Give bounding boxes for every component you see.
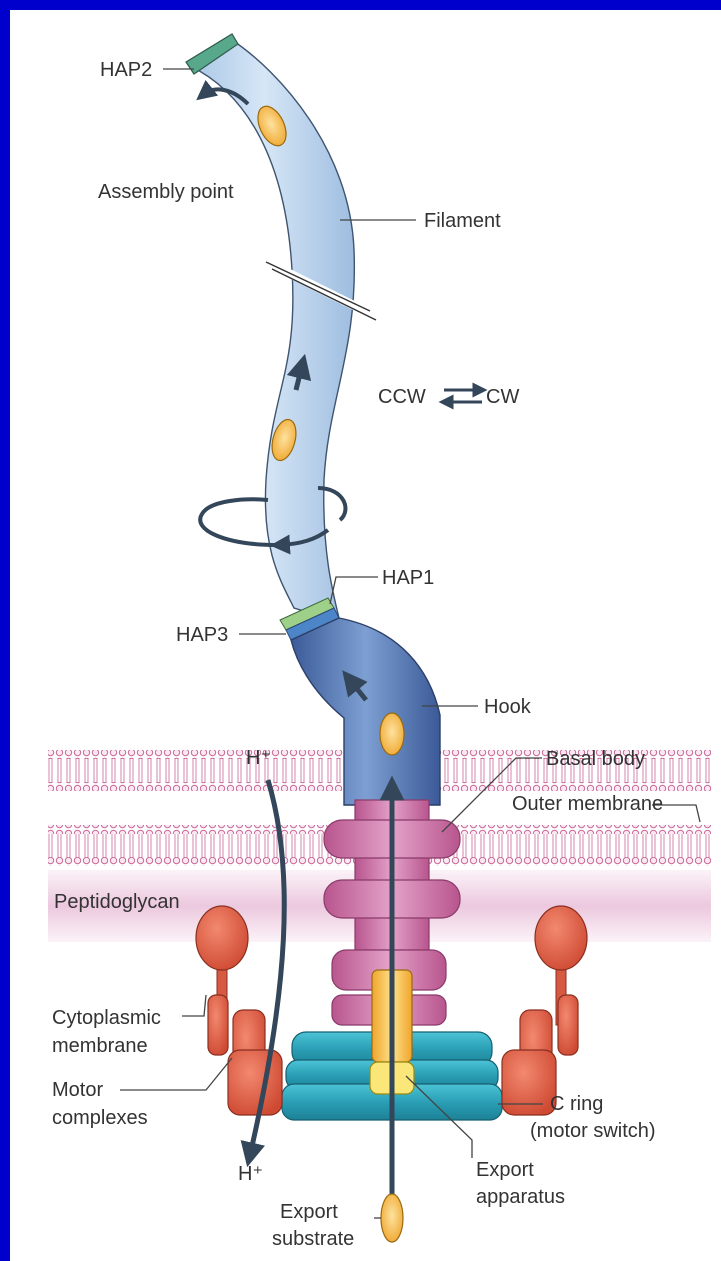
export-apparatus-label-2: apparatus	[476, 1186, 565, 1208]
basal-body-label: Basal body	[546, 748, 645, 770]
ccw-label: CCW	[378, 386, 426, 408]
hap1-leader	[330, 577, 378, 604]
c-ring-label-2: (motor switch)	[530, 1120, 656, 1142]
assembly-point-label: Assembly point	[98, 181, 234, 203]
flagellum-diagram: HAP2 Assembly point Filament CCW CW HAP1…	[10, 10, 721, 1261]
hap2-label: HAP2	[100, 59, 152, 81]
peptidoglycan-label: Peptidoglycan	[54, 891, 180, 913]
cw-label: CW	[486, 386, 519, 408]
c-ring-label-1: C ring	[550, 1093, 603, 1115]
export-apparatus-label-1: Export	[476, 1159, 534, 1181]
outer-membrane-label: Outer membrane	[512, 793, 663, 815]
filament-label: Filament	[424, 210, 501, 232]
cytoplasmic-membrane-label-2: membrane	[52, 1035, 148, 1057]
ccw-cw-switch-arrows	[444, 390, 482, 402]
hap1-label: HAP1	[382, 567, 434, 589]
motor-complexes-label-1: Motor	[52, 1079, 103, 1101]
h-plus-top-label: H⁺	[246, 747, 271, 769]
cytoplasmic-leader	[182, 995, 206, 1016]
export-substrate-label-1: Export	[280, 1201, 338, 1223]
export-substrate-oval	[381, 1194, 403, 1242]
h-plus-bottom-label: H⁺	[238, 1163, 263, 1185]
export-substrate-label-2: substrate	[272, 1228, 354, 1250]
hap3-label: HAP3	[176, 624, 228, 646]
cytoplasmic-membrane-label-1: Cytoplasmic	[52, 1007, 161, 1029]
flagellum-svg: HAP2 Assembly point Filament CCW CW HAP1…	[10, 10, 721, 1261]
motor-complexes-label-2: complexes	[52, 1107, 148, 1129]
motor-leader	[120, 1058, 232, 1090]
substrate-oval-hook	[380, 713, 404, 755]
hook-label: Hook	[484, 696, 532, 718]
